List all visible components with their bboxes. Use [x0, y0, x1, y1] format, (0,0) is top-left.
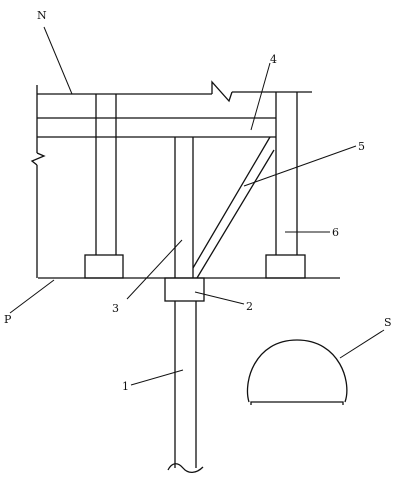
leader-3 — [126, 239, 183, 300]
label-S: S — [384, 316, 392, 329]
right-post — [265, 92, 306, 279]
beam — [37, 117, 276, 138]
label-1: 1 — [122, 380, 129, 393]
column — [174, 137, 194, 278]
tunnel — [246, 339, 348, 405]
label-6: 6 — [332, 226, 339, 239]
label-2: 2 — [246, 300, 253, 313]
label-3: 3 — [112, 302, 119, 315]
diagonal-brace — [192, 136, 275, 279]
pile — [167, 301, 204, 474]
leader-1 — [130, 369, 184, 386]
leader-N — [43, 26, 73, 95]
leader-P — [9, 279, 55, 314]
top-slab — [37, 80, 312, 103]
leader-S — [339, 329, 385, 359]
left-posts — [84, 94, 124, 279]
leader-2 — [194, 291, 245, 305]
right-post-footing — [265, 254, 306, 279]
label-N: N — [37, 9, 47, 22]
leader-4 — [250, 62, 271, 131]
label-P: P — [4, 313, 12, 326]
left-wall — [30, 85, 46, 278]
label-4: 4 — [270, 53, 277, 66]
left-post-footing — [84, 254, 124, 279]
leader-5 — [243, 145, 357, 187]
label-5: 5 — [358, 140, 365, 153]
pile-cap — [164, 277, 205, 302]
